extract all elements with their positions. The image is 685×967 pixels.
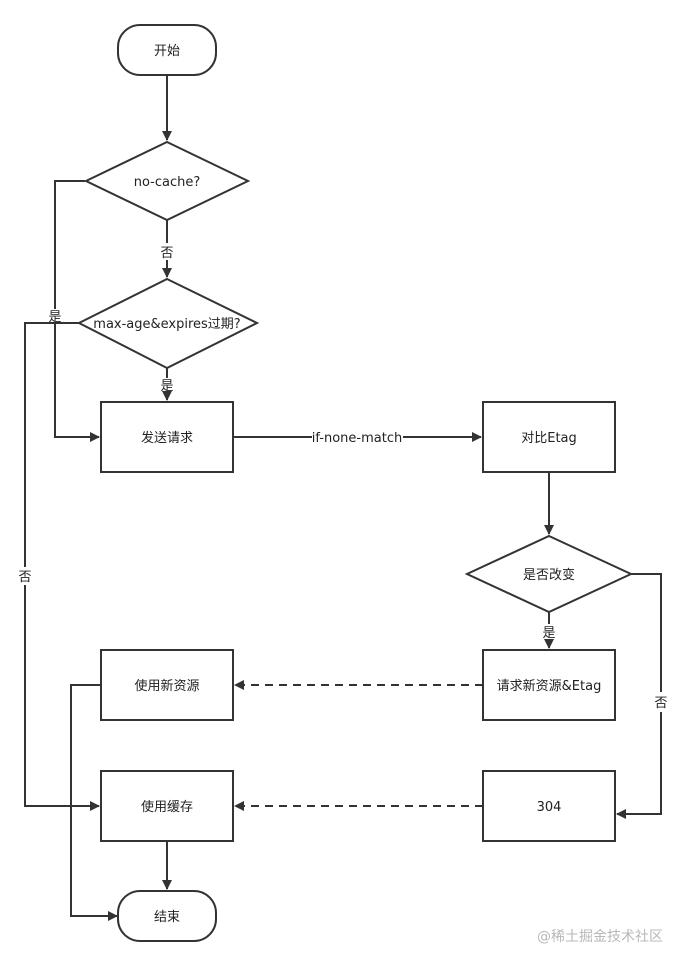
- edge-no-cache-yes-b: [54, 324, 100, 442]
- node-request-new: 请求新资源&Etag: [482, 649, 616, 721]
- use-cache-box: [100, 770, 234, 842]
- edge-label-max-age-no: 否: [18, 570, 31, 585]
- request-new-box: [482, 649, 616, 721]
- no-cache-decision: [83, 140, 251, 222]
- edge-use-new-to-end: [70, 684, 118, 921]
- edge-max-age-no-a: [24, 322, 79, 567]
- node-no-cache: no-cache?: [83, 140, 251, 222]
- node-start: 开始: [117, 24, 217, 76]
- start-label: 开始: [154, 44, 180, 59]
- edge-label-max-age-yes: 是: [160, 379, 173, 394]
- edge-labels: 否 是 是 否 if-none-match 是 否: [18, 246, 667, 711]
- changed-decision: [464, 534, 634, 614]
- edge-max-age-no-b: [24, 585, 100, 811]
- edge-label-changed-yes: 是: [542, 626, 555, 641]
- status-304-box: [482, 770, 616, 842]
- max-age-label: max-age&expires过期?: [93, 317, 240, 332]
- node-compare-etag: 对比Etag: [482, 401, 616, 473]
- send-request-label: 发送请求: [141, 430, 193, 446]
- edge-label-no-cache-no: 否: [160, 246, 173, 261]
- edge-label-no-cache-yes: 是: [48, 310, 61, 325]
- node-304: 304: [482, 770, 616, 842]
- send-request-box: [100, 401, 234, 473]
- use-cache-label: 使用缓存: [141, 799, 193, 815]
- edge-changed-no-a: [631, 573, 662, 692]
- node-use-new: 使用新资源: [100, 649, 234, 721]
- edge-label-changed-no: 否: [654, 696, 667, 711]
- use-new-box: [100, 649, 234, 721]
- edge-label-if-none-match: if-none-match: [312, 431, 402, 446]
- connectors: [24, 75, 662, 921]
- watermark: @稀土掘金技术社区: [537, 929, 663, 945]
- changed-label: 是否改变: [523, 567, 575, 583]
- no-cache-label: no-cache?: [134, 175, 201, 190]
- use-new-label: 使用新资源: [134, 678, 199, 694]
- compare-etag-label: 对比Etag: [521, 431, 577, 446]
- node-send-request: 发送请求: [100, 401, 234, 473]
- node-max-age: max-age&expires过期?: [76, 277, 260, 370]
- edge-no-cache-yes-a: [54, 180, 85, 309]
- max-age-decision: [76, 277, 260, 370]
- end-terminal: [117, 890, 217, 942]
- request-new-label: 请求新资源&Etag: [497, 678, 602, 694]
- edge-changed-no-b: [616, 712, 662, 819]
- node-end: 结束: [117, 890, 217, 942]
- start-terminal: [117, 24, 217, 76]
- node-changed: 是否改变: [464, 534, 634, 614]
- node-use-cache: 使用缓存: [100, 770, 234, 842]
- compare-etag-box: [482, 401, 616, 473]
- status-304-label: 304: [537, 800, 562, 815]
- end-label: 结束: [154, 910, 180, 925]
